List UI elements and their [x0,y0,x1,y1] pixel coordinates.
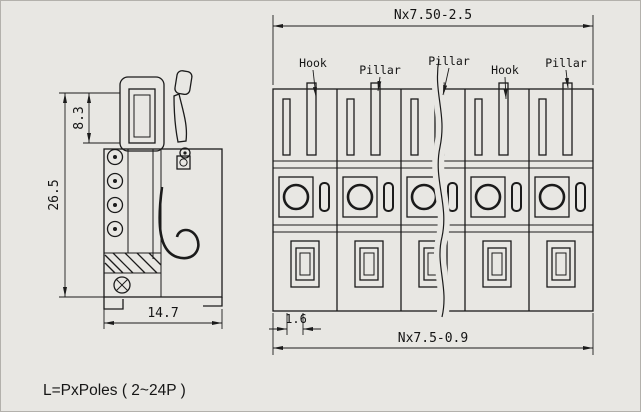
latch-window [176,155,191,170]
side-view [103,70,223,310]
annotation-hook-2: Hook [491,63,519,77]
dim-upper-height-label: 8.3 [72,106,87,129]
latch-pin [179,158,188,167]
annotation-pillar-3: Pillar [545,56,587,70]
screw-cross-2 [116,279,128,291]
hatch-pattern [104,252,162,274]
pole-cell-4 [469,81,523,289]
dim-total-height-label: 26.5 [47,179,62,210]
dim-base-width: 14.7 [103,301,223,329]
clip-arm [173,93,188,143]
feature-annotations: Hook Pillar Pillar Hook Pillar [299,54,587,100]
screw-head [113,276,131,294]
leader-hook-1 [312,69,317,98]
leader-pillar-2 [442,67,450,96]
annotation-pillar-1: Pillar [359,63,401,77]
lever-arm [133,94,151,138]
base-step-right [203,297,223,307]
pole-cell-2 [341,81,395,289]
lever-outline [119,76,165,152]
pole-cell-3 [405,81,459,289]
housing-outline [103,148,223,298]
break-line [431,53,451,323]
clip-button [174,70,193,96]
pole-formula-text: L=PxPoles ( 2~24P ) [43,382,186,399]
clip-pivot-center [183,151,187,155]
dim-bottom-width-label: Nx7.5-0.9 [398,331,468,346]
spring-contour [158,186,200,260]
dim-top-width: Nx7.50-2.5 [272,8,594,85]
dim-bottom-width: Nx7.5-0.9 [272,313,594,355]
leader-pillar-1 [377,76,382,92]
pole-separators [336,89,530,311]
front-view [272,81,594,312]
dim-slot-offset: 1.6 [269,312,321,335]
annotation-hook-1: Hook [299,56,327,70]
leader-hook-2 [503,76,508,100]
dim-base-width-label: 14.7 [147,306,178,321]
dim-slot-offset-label: 1.6 [285,312,307,326]
annotation-pillar-2: Pillar [428,54,470,68]
clip-pivot [179,147,191,159]
lever-slot [128,88,156,144]
dim-top-width-label: Nx7.50-2.5 [394,8,472,23]
test-point-circles [106,148,124,238]
leader-pillar-3 [564,69,569,89]
pole-cell-5 [533,81,587,289]
pole-cell-1 [277,81,331,289]
dim-upper-height: 8.3 [59,92,120,144]
dim-total-height: 26.5 [47,93,104,298]
base-step-left [103,297,124,310]
